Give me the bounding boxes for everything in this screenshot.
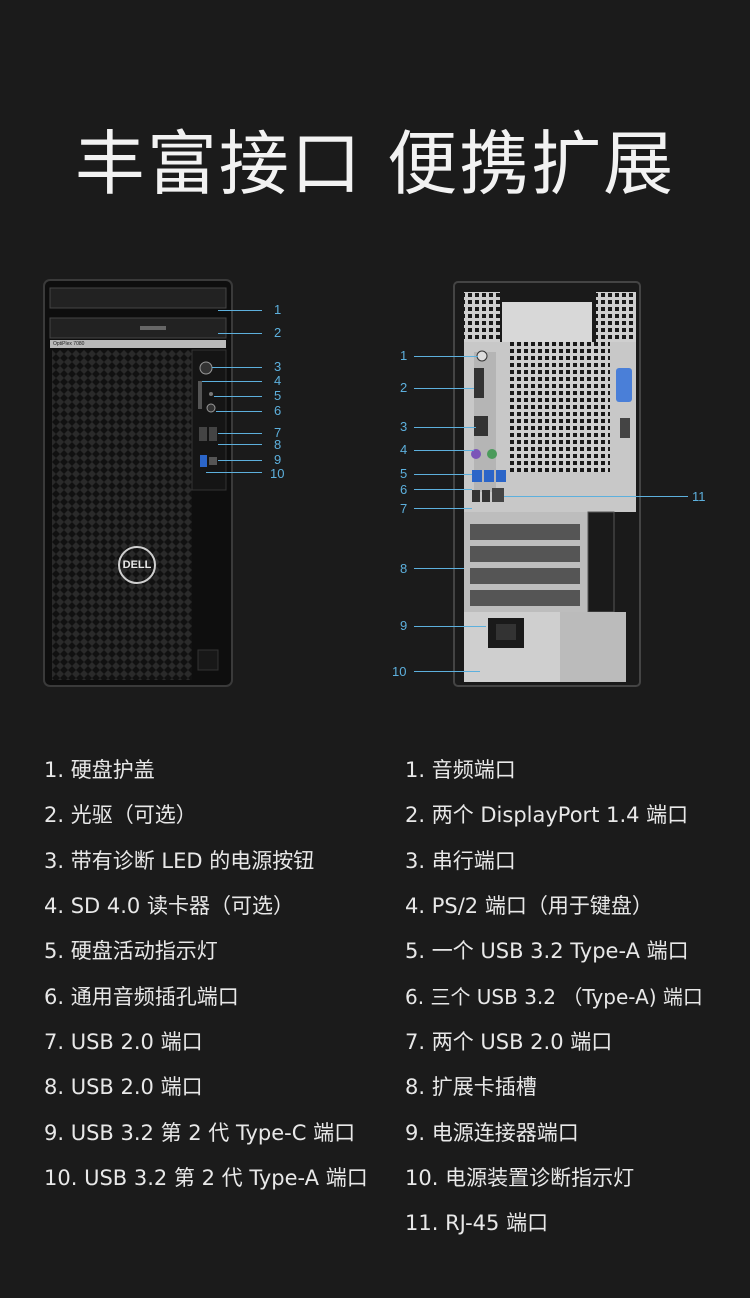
front-callout-1: 1	[274, 302, 282, 317]
front-spec-item: 2. 光驱（可选）	[44, 803, 197, 827]
rear-chassis-graphic	[453, 281, 641, 687]
front-spec-item: 3. 带有诊断 LED 的电源按钮	[44, 849, 315, 873]
front-view-illustration: OptiPlex 7080 DELL 1 2 3 4 5 6 7 8 9 10	[40, 278, 300, 690]
rear-callout-11: 11	[692, 489, 706, 504]
rear-spec-item: 8. 扩展卡插槽	[405, 1075, 537, 1099]
front-callout-9: 9	[274, 452, 282, 467]
rear-spec-item: 7. 两个 USB 2.0 端口	[405, 1030, 613, 1054]
rear-spec-item: 10. 电源装置诊断指示灯	[405, 1166, 635, 1190]
rear-callout-3: 3	[400, 419, 408, 434]
front-callout-3: 3	[274, 359, 282, 374]
front-spec-item: 6. 通用音频插孔端口	[44, 985, 239, 1009]
rear-callout-7: 7	[400, 501, 408, 516]
dell-logo: DELL	[118, 546, 156, 584]
front-spec-item: 4. SD 4.0 读卡器（可选）	[44, 894, 294, 918]
rear-callout-9: 9	[400, 618, 408, 633]
rear-callout-5: 5	[400, 466, 408, 481]
rear-callout-6: 6	[400, 482, 408, 497]
rear-spec-item: 2. 两个 DisplayPort 1.4 端口	[405, 803, 689, 827]
rear-spec-item: 11. RJ-45 端口	[405, 1211, 549, 1235]
front-spec-item: 8. USB 2.0 端口	[44, 1075, 203, 1099]
front-callout-2: 2	[274, 325, 282, 340]
front-spec-item: 9. USB 3.2 第 2 代 Type-C 端口	[44, 1121, 356, 1145]
rear-spec-item: 6. 三个 USB 3.2 （Type-A) 端口	[405, 985, 703, 1009]
rear-callout-8: 8	[400, 561, 408, 576]
rear-callout-1: 1	[400, 348, 408, 363]
rear-spec-item: 5. 一个 USB 3.2 Type-A 端口	[405, 939, 689, 963]
rear-callout-2: 2	[400, 380, 408, 395]
front-callout-10: 10	[270, 466, 285, 481]
front-callout-4: 4	[274, 373, 282, 388]
rear-view-illustration: 1 2 3 4 5 6 7 8 9 10 11	[390, 278, 720, 690]
front-spec-item: 5. 硬盘活动指示灯	[44, 939, 218, 963]
front-spec-item: 7. USB 2.0 端口	[44, 1030, 203, 1054]
front-spec-item: 10. USB 3.2 第 2 代 Type-A 端口	[44, 1166, 368, 1190]
front-callout-6: 6	[274, 403, 282, 418]
model-label: OptiPlex 7080	[53, 341, 85, 347]
rear-callout-4: 4	[400, 442, 408, 457]
rear-spec-item: 9. 电源连接器端口	[405, 1121, 579, 1145]
front-chassis-graphic	[43, 279, 233, 687]
rear-spec-item: 1. 音频端口	[405, 758, 516, 782]
front-callout-5: 5	[274, 388, 282, 403]
front-spec-item: 1. 硬盘护盖	[44, 758, 155, 782]
front-callout-7: 7	[274, 425, 282, 440]
rear-spec-item: 3. 串行端口	[405, 849, 516, 873]
front-callout-8: 8	[274, 437, 282, 452]
page-title: 丰富接口 便携扩展	[74, 123, 676, 205]
rear-callout-10: 10	[392, 664, 407, 679]
rear-spec-item: 4. PS/2 端口（用于键盘）	[405, 894, 653, 918]
